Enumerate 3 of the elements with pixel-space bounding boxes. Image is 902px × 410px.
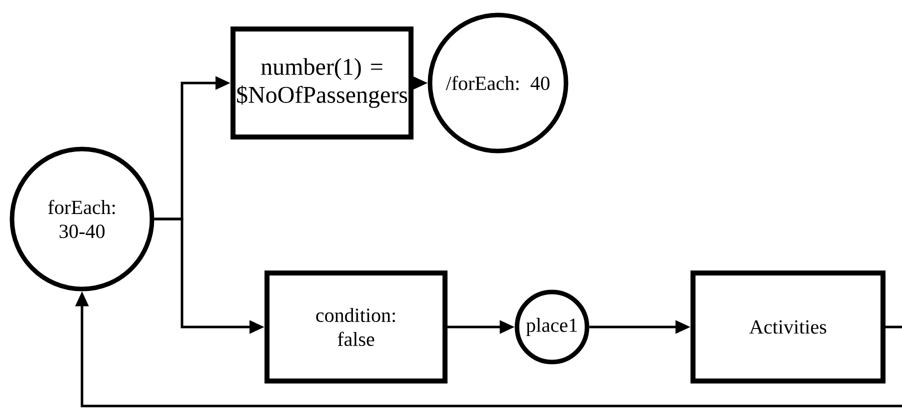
process-box: number(1) = $NoOfPassengers [230, 26, 414, 140]
process-box: Activities [690, 270, 886, 384]
process-box: condition: false [264, 270, 448, 384]
